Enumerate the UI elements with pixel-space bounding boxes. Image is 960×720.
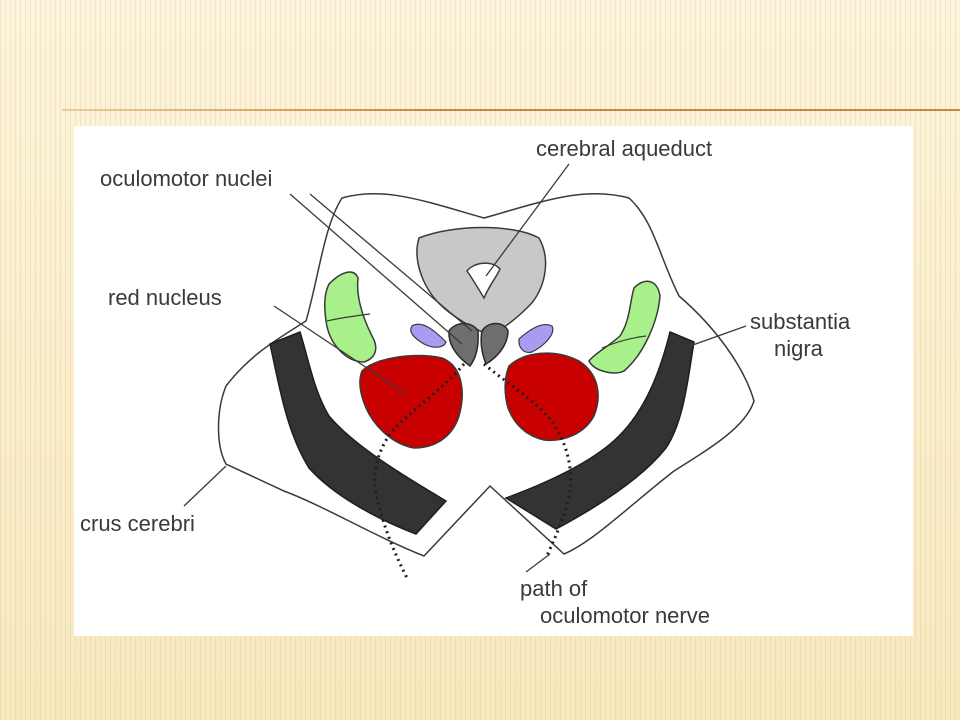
- label-oculomotor-nuclei: oculomotor nuclei: [100, 166, 272, 191]
- label-substantia-nigra-line1: substantia: [750, 309, 851, 334]
- oculomotor-accessory-nucleus-left: [410, 323, 447, 348]
- oculomotor-nerve-path-right: [483, 362, 573, 559]
- leader-line-cerebral-aqueduct: [485, 163, 570, 277]
- label-oculomotor-nerve: oculomotor nerve: [540, 603, 710, 628]
- leader-line-path-oculomotor: [525, 553, 551, 573]
- midbrain-cross-section-diagram: cerebral aqueduct oculomotor nuclei red …: [80, 136, 851, 628]
- label-path-of: path of: [520, 576, 588, 601]
- leader-line-red-nucleus: [273, 305, 407, 395]
- substantia-nigra-right: [588, 280, 661, 374]
- title-divider-rule: [62, 109, 960, 111]
- crus-cerebri-right: [504, 330, 695, 530]
- red-nucleus-right: [504, 352, 599, 442]
- substantia-nigra-left-divider: [326, 313, 371, 322]
- leader-line-oculomotor-nuclei-1: [289, 193, 463, 345]
- midbrain-diagram-panel: cerebral aqueduct oculomotor nuclei red …: [74, 126, 913, 636]
- label-substantia-nigra-line2: nigra: [774, 336, 824, 361]
- leader-line-oculomotor-nuclei-2: [309, 193, 473, 332]
- crus-cerebri-left: [269, 331, 448, 535]
- oculomotor-nucleus-right: [480, 322, 509, 366]
- label-red-nucleus: red nucleus: [108, 285, 222, 310]
- red-nucleus-left: [359, 354, 463, 449]
- label-cerebral-aqueduct: cerebral aqueduct: [536, 136, 712, 161]
- cerebral-aqueduct: [466, 262, 501, 300]
- label-crus-cerebri: crus cerebri: [80, 511, 195, 536]
- leader-line-substantia-nigra: [689, 325, 747, 347]
- leader-line-crus-cerebri: [183, 465, 227, 507]
- oculomotor-accessory-nucleus-right: [518, 324, 554, 353]
- substantia-nigra-right-divider: [601, 335, 647, 349]
